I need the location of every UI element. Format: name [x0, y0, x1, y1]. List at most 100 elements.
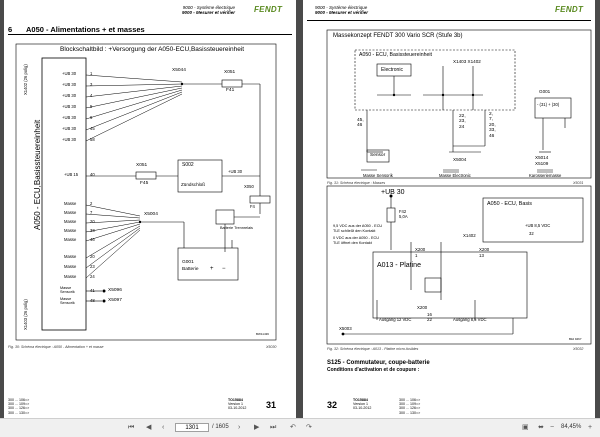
- pin: 33,: [489, 128, 496, 134]
- zoom-level[interactable]: 84,45%: [561, 424, 582, 430]
- right-page: 9000 - Système électrique 9000 - Mesurer…: [303, 0, 595, 418]
- pin-number: 45: [90, 126, 95, 131]
- footer-line: 300 ... 106=>: [8, 398, 30, 402]
- massekonzept-title: Massekonzept FENDT 300 Vario SCR (Stufe …: [333, 33, 463, 39]
- footer-applicability: 300 ... 106=> 300 ... 109=> 300 ... 126=…: [8, 398, 29, 415]
- f42-label: F42: [399, 209, 407, 214]
- pin: 46: [357, 123, 363, 129]
- pin-number: 6: [90, 115, 93, 120]
- ecu-label: A050 - ECU,Basissteuereinheit: [33, 119, 42, 230]
- figure-code-2: X5032: [573, 347, 584, 351]
- last-page-icon[interactable]: ⏭: [270, 424, 277, 431]
- svg-text:+: +: [210, 266, 214, 272]
- fendt-logo: FENDT: [555, 5, 584, 14]
- pin-label: +UB 30: [62, 82, 77, 87]
- x5109-label: X5109: [535, 161, 549, 166]
- fit-page-icon[interactable]: ▣: [522, 424, 529, 431]
- footer-doc-info: TO15884 Version 1 03-10-2012: [353, 398, 371, 411]
- zuendschloss-label: Zündschloß: [181, 182, 206, 187]
- pin-1: 1: [415, 253, 418, 258]
- pin-label: +UB 30: [62, 104, 77, 109]
- zoom-out-icon[interactable]: −: [550, 424, 555, 431]
- page-number-input[interactable]: 1301: [175, 423, 209, 432]
- g001-label: G001: [182, 260, 194, 265]
- masse-electronic-label: Masse Electronic: [439, 173, 471, 178]
- zoom-in-icon[interactable]: +: [588, 424, 593, 431]
- sensor-connector: X5096: [108, 288, 122, 293]
- section-rule: [8, 34, 292, 35]
- page-number: 32: [327, 400, 338, 410]
- ref-code-2: Bild 9467: [569, 337, 582, 341]
- s002-label: S002: [182, 162, 194, 168]
- pin: 22,: [459, 114, 466, 119]
- x050-label: X050: [244, 184, 254, 189]
- x1402-label: X1402: [463, 233, 476, 238]
- pin: 23,: [459, 119, 466, 125]
- next-icon[interactable]: ▶: [254, 424, 260, 431]
- next-page-icon[interactable]: ›: [238, 424, 241, 431]
- pin-label: +UB 30: [62, 126, 77, 131]
- pin-40: 40: [90, 172, 95, 177]
- forward-icon[interactable]: ↷: [306, 424, 312, 431]
- battery-switch-label: Batterie Trennrelais: [220, 226, 253, 230]
- x5004-label: X5004: [453, 157, 467, 162]
- ub30-right-label: +UB 30: [228, 169, 243, 174]
- ausgang-12-label: Ausgang 12 VDC: [379, 317, 412, 322]
- x051-mid-label: X051: [136, 163, 148, 168]
- pin: 45,: [357, 118, 364, 123]
- previous-page-icon[interactable]: ◀: [146, 424, 152, 431]
- pin-label: +UB 30: [62, 93, 77, 98]
- s125-subtitle: Conditions d'activation et de coupure :: [327, 367, 420, 373]
- a013-label: A013 - Platine: [377, 262, 421, 269]
- ub30-label: +UB 30: [381, 189, 405, 196]
- footer-line: 300 ... 109=>: [399, 402, 421, 407]
- first-page-icon[interactable]: ⏮: [128, 424, 135, 431]
- f41-label: F41: [226, 88, 235, 93]
- ecu-basis-label: A050 - ECU, Basissteuereinheit: [359, 52, 432, 58]
- masse-label: Masse: [64, 237, 77, 242]
- masse-label: Masse: [64, 219, 77, 224]
- g001-label: G001: [539, 89, 551, 94]
- x1403-x1402-label: X1403 X1402: [453, 59, 481, 64]
- sensor-connector: X5097: [108, 298, 122, 303]
- pin: 7,: [489, 117, 494, 123]
- section-number: 6: [8, 25, 13, 34]
- footer-line: 300 ... 109=>: [8, 402, 30, 407]
- page-header: 9000 - Système électrique 9000 - Mesurer…: [315, 5, 368, 15]
- masse-pin: 7: [90, 210, 93, 215]
- page-header: 9000 - Système électrique 9000 - Mesurer…: [182, 5, 235, 15]
- karosserie-label: Karosseriemasse: [529, 173, 562, 178]
- masse-pin: 20: [90, 219, 95, 224]
- fendt-logo: FENDT: [254, 5, 283, 14]
- masse-label: Masse: [64, 274, 77, 279]
- footer-line: 300 ... 126=>: [399, 406, 421, 411]
- figure-code-1: X5031: [573, 181, 584, 185]
- pin: 24: [459, 124, 465, 130]
- sensor-label: Masse Sensorik: [60, 297, 75, 306]
- svg-text:−: −: [222, 266, 226, 272]
- footer-line: 300 ... 106=>: [399, 398, 421, 402]
- x5003-label: X5003: [339, 326, 352, 331]
- pin-number: 58: [90, 137, 95, 142]
- pin-16: 16: [427, 312, 432, 317]
- diagram-title: Blockschaltbild : +Versorgung der A050-E…: [60, 46, 245, 53]
- sensor-label: Sensor: [370, 153, 386, 158]
- back-icon[interactable]: ↶: [290, 424, 296, 431]
- pin-22: 22: [427, 317, 432, 322]
- header-line2: 9000 - Mesurer et vérifier: [315, 10, 369, 15]
- x5044-label: X5044: [172, 68, 186, 73]
- ub85-label: +UB 8,5 VDC: [525, 223, 551, 228]
- fit-width-icon[interactable]: ⬌: [538, 424, 544, 431]
- x200-b-label: X200: [479, 247, 490, 252]
- section-title: A050 - Alimentations + et masses: [26, 25, 145, 34]
- x051-top-label: X051: [224, 70, 236, 75]
- pdf-toolbar: ⏮ ◀ ‹ 1301 / 1605 › ▶ ⏭ ↶ ↷ ▣ ⬌ − 84,45%…: [0, 418, 600, 437]
- masse-pin: 23: [90, 264, 95, 269]
- right-diagrams: [326, 29, 592, 345]
- note-line: 9,5 VDC aus der A050 - ECU: [333, 224, 383, 228]
- header-line2: 9000 - Mesurer et vérifier: [182, 10, 236, 15]
- footer-line: 300 ... 130=>: [399, 410, 421, 415]
- batterie-label: Batterie: [182, 267, 199, 272]
- pins-b: 22, 23, 24: [459, 114, 466, 130]
- previous-icon[interactable]: ‹: [162, 424, 165, 431]
